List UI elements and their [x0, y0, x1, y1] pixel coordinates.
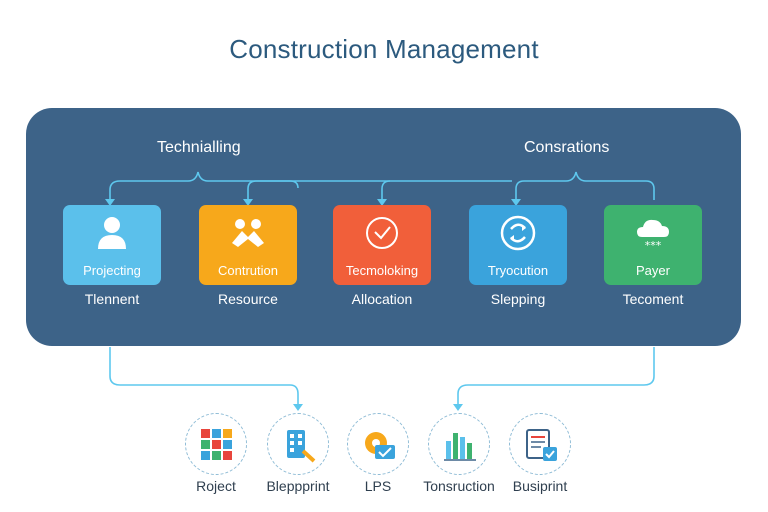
- arrow-d: [511, 199, 521, 206]
- card-tryocution[interactable]: Tryocution: [469, 205, 567, 285]
- card-payer[interactable]: *** Payer: [604, 205, 702, 285]
- arrow-c: [377, 199, 387, 206]
- arrow-bottom-right: [453, 404, 463, 411]
- svg-text:***: ***: [645, 239, 662, 252]
- arrow-bottom-left: [293, 404, 303, 411]
- card-caption: Tecoment: [622, 291, 684, 307]
- card-contrution[interactable]: Contrution: [199, 205, 297, 285]
- card-caption: Resource: [218, 291, 278, 307]
- card-projecting[interactable]: Projecting: [63, 205, 161, 285]
- gear-check-icon: [365, 432, 395, 459]
- tool-busiprint[interactable]: [509, 413, 571, 475]
- connector-bottom-left: [109, 347, 299, 406]
- connector-a: [247, 180, 512, 200]
- card-caption: Slepping: [490, 291, 546, 307]
- grid-icon: [201, 429, 232, 460]
- card-label: Payer: [636, 263, 670, 278]
- card-caption: Tlennent: [84, 291, 140, 307]
- tool-label: Tonsruction: [423, 478, 495, 494]
- tool-tonsruction[interactable]: [428, 413, 490, 475]
- building-icon: [287, 430, 316, 463]
- card-caption: Allocation: [351, 291, 413, 307]
- tool-label: Bleppprint: [266, 478, 330, 494]
- card-label: Tecmoloking: [345, 263, 419, 278]
- document-icon: [526, 429, 557, 461]
- arrow-left: [105, 199, 115, 206]
- connector-bottom-right: [457, 347, 655, 406]
- group-label-right: Consrations: [524, 139, 610, 156]
- person-icon: [98, 217, 126, 249]
- bar-chart-icon: [444, 433, 476, 461]
- card-label: Projecting: [83, 263, 141, 278]
- refresh-icon: [500, 215, 536, 251]
- tool-label: Roject: [196, 478, 236, 494]
- tool-bleppprint[interactable]: [267, 413, 329, 475]
- card-tecmoloking[interactable]: Tecmoloking: [333, 205, 431, 285]
- tool-lps[interactable]: [347, 413, 409, 475]
- tool-label: LPS: [364, 478, 392, 494]
- card-label: Tryocution: [487, 263, 549, 278]
- brace-right: [515, 171, 655, 200]
- card-label: Contrution: [218, 263, 278, 278]
- tool-roject[interactable]: [185, 413, 247, 475]
- tool-label: Busiprint: [512, 478, 568, 494]
- connector-b: [381, 180, 391, 200]
- diagram-title: Construction Management: [229, 34, 539, 64]
- group-label-left: Technialling: [157, 139, 241, 156]
- arrow-b: [243, 199, 253, 206]
- team-icon: [232, 219, 264, 247]
- brace-left: [109, 171, 299, 200]
- cloud-icon: ***: [637, 219, 669, 252]
- clock-icon: [366, 217, 398, 249]
